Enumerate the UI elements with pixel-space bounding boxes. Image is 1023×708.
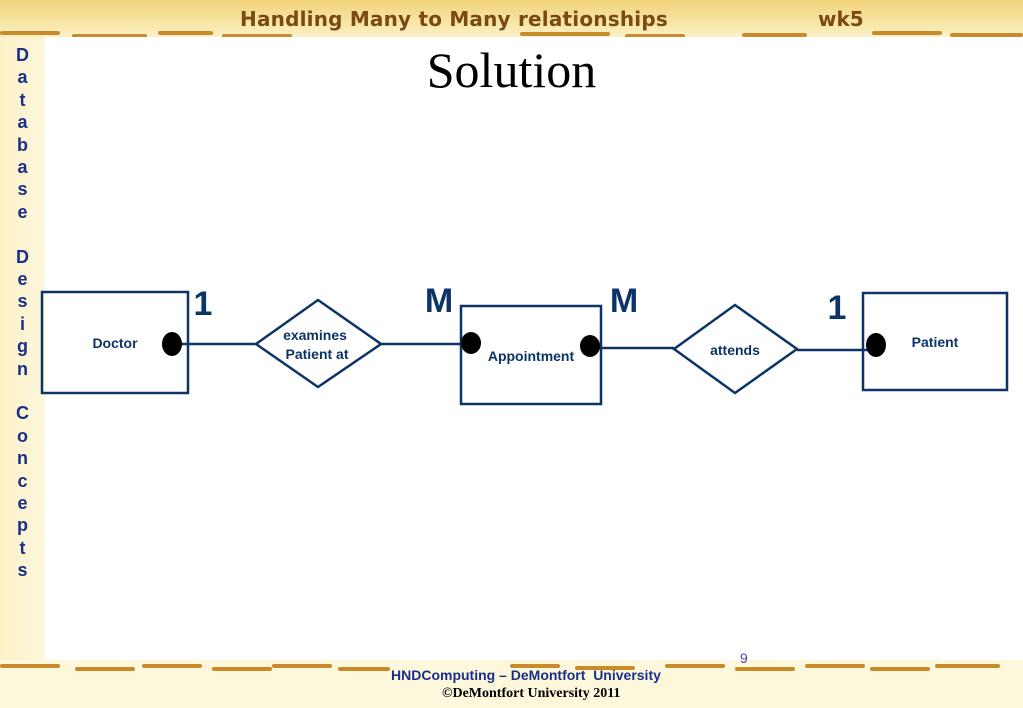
sidebar-letter: n	[17, 358, 28, 379]
participation-dot	[580, 335, 600, 357]
footer-copyright: ©DeMontfort University 2011	[442, 686, 621, 701]
decor-stroke	[665, 664, 725, 668]
decor-stroke	[575, 666, 635, 670]
decor-stroke	[950, 33, 1023, 37]
decor-stroke	[870, 667, 930, 671]
decor-stroke	[625, 34, 685, 38]
sidebar-letter: e	[17, 493, 28, 513]
sidebar-letter: e	[17, 201, 28, 222]
relationship-label-examines-1: examines	[283, 327, 347, 343]
participation-dot	[866, 333, 886, 357]
entity-appointment	[459, 304, 603, 406]
decor-stroke	[142, 664, 202, 668]
relationship-label-attends: attends	[710, 342, 760, 358]
decor-stroke	[805, 664, 865, 668]
sidebar-letter: s	[17, 291, 28, 312]
relationship-examines	[253, 298, 384, 389]
decor-stroke	[72, 34, 147, 38]
decor-stroke	[510, 664, 560, 668]
header-week: wk5	[818, 7, 864, 31]
sidebar-letter: p	[17, 515, 28, 536]
entity-doctor	[40, 290, 190, 395]
decor-stroke	[222, 34, 292, 38]
sidebar-letter: a	[17, 157, 28, 177]
decor-stroke	[872, 31, 942, 35]
slide-content-area	[45, 37, 1023, 660]
decor-stroke	[158, 31, 213, 35]
decor-stroke	[520, 32, 610, 36]
header-title: Handling Many to Many relationships	[240, 7, 668, 31]
sidebar-letter: s	[17, 560, 28, 581]
decor-stroke	[75, 667, 135, 671]
sidebar-letter: s	[17, 179, 28, 200]
decor-stroke	[272, 664, 332, 668]
participation-dot	[162, 332, 182, 356]
cardinality-patient: 1	[828, 289, 847, 327]
entity-label-appointment: Appointment	[488, 348, 575, 364]
sidebar-letter: b	[17, 134, 28, 155]
header-band	[0, 0, 1023, 44]
sidebar-letter: a	[17, 112, 28, 133]
decor-stroke	[338, 667, 390, 671]
sidebar-letter: i	[19, 313, 25, 334]
page-number: 9	[740, 650, 748, 666]
sidebar-letter: t	[19, 537, 26, 558]
decor-stroke	[0, 664, 60, 668]
entity-label-doctor: Doctor	[92, 335, 138, 351]
sidebar-letter: e	[17, 269, 28, 289]
sidebar-letter: n	[17, 448, 28, 469]
entity-label-patient: Patient	[912, 334, 959, 350]
decor-stroke	[935, 664, 1000, 668]
decor-stroke	[0, 31, 60, 35]
footer-institution: HNDComputing – DeMontfort University	[391, 667, 661, 683]
cardinality-appointment-left: M	[425, 282, 453, 320]
sidebar-vertical-title	[0, 40, 45, 660]
sidebar-letter: D	[16, 45, 29, 65]
participation-dot	[461, 332, 481, 354]
sidebar-letter: a	[17, 67, 28, 88]
relationship-attends	[671, 303, 800, 395]
slide-title: Solution	[426, 42, 597, 98]
sidebar-letter: t	[19, 89, 26, 110]
decor-stroke	[742, 33, 807, 37]
entity-patient	[861, 291, 1009, 392]
sidebar-letter: D	[16, 246, 29, 267]
sidebar-letter: o	[17, 425, 28, 446]
cardinality-doctor: 1	[194, 285, 213, 323]
decor-stroke	[212, 667, 272, 671]
sidebar-letter: c	[17, 470, 28, 491]
sidebar-letter: C	[16, 403, 29, 424]
decor-stroke	[735, 667, 795, 671]
relationship-label-examines-2: Patient at	[285, 346, 348, 362]
sidebar-letter: g	[17, 336, 28, 357]
cardinality-appointment-right: M	[610, 282, 638, 320]
